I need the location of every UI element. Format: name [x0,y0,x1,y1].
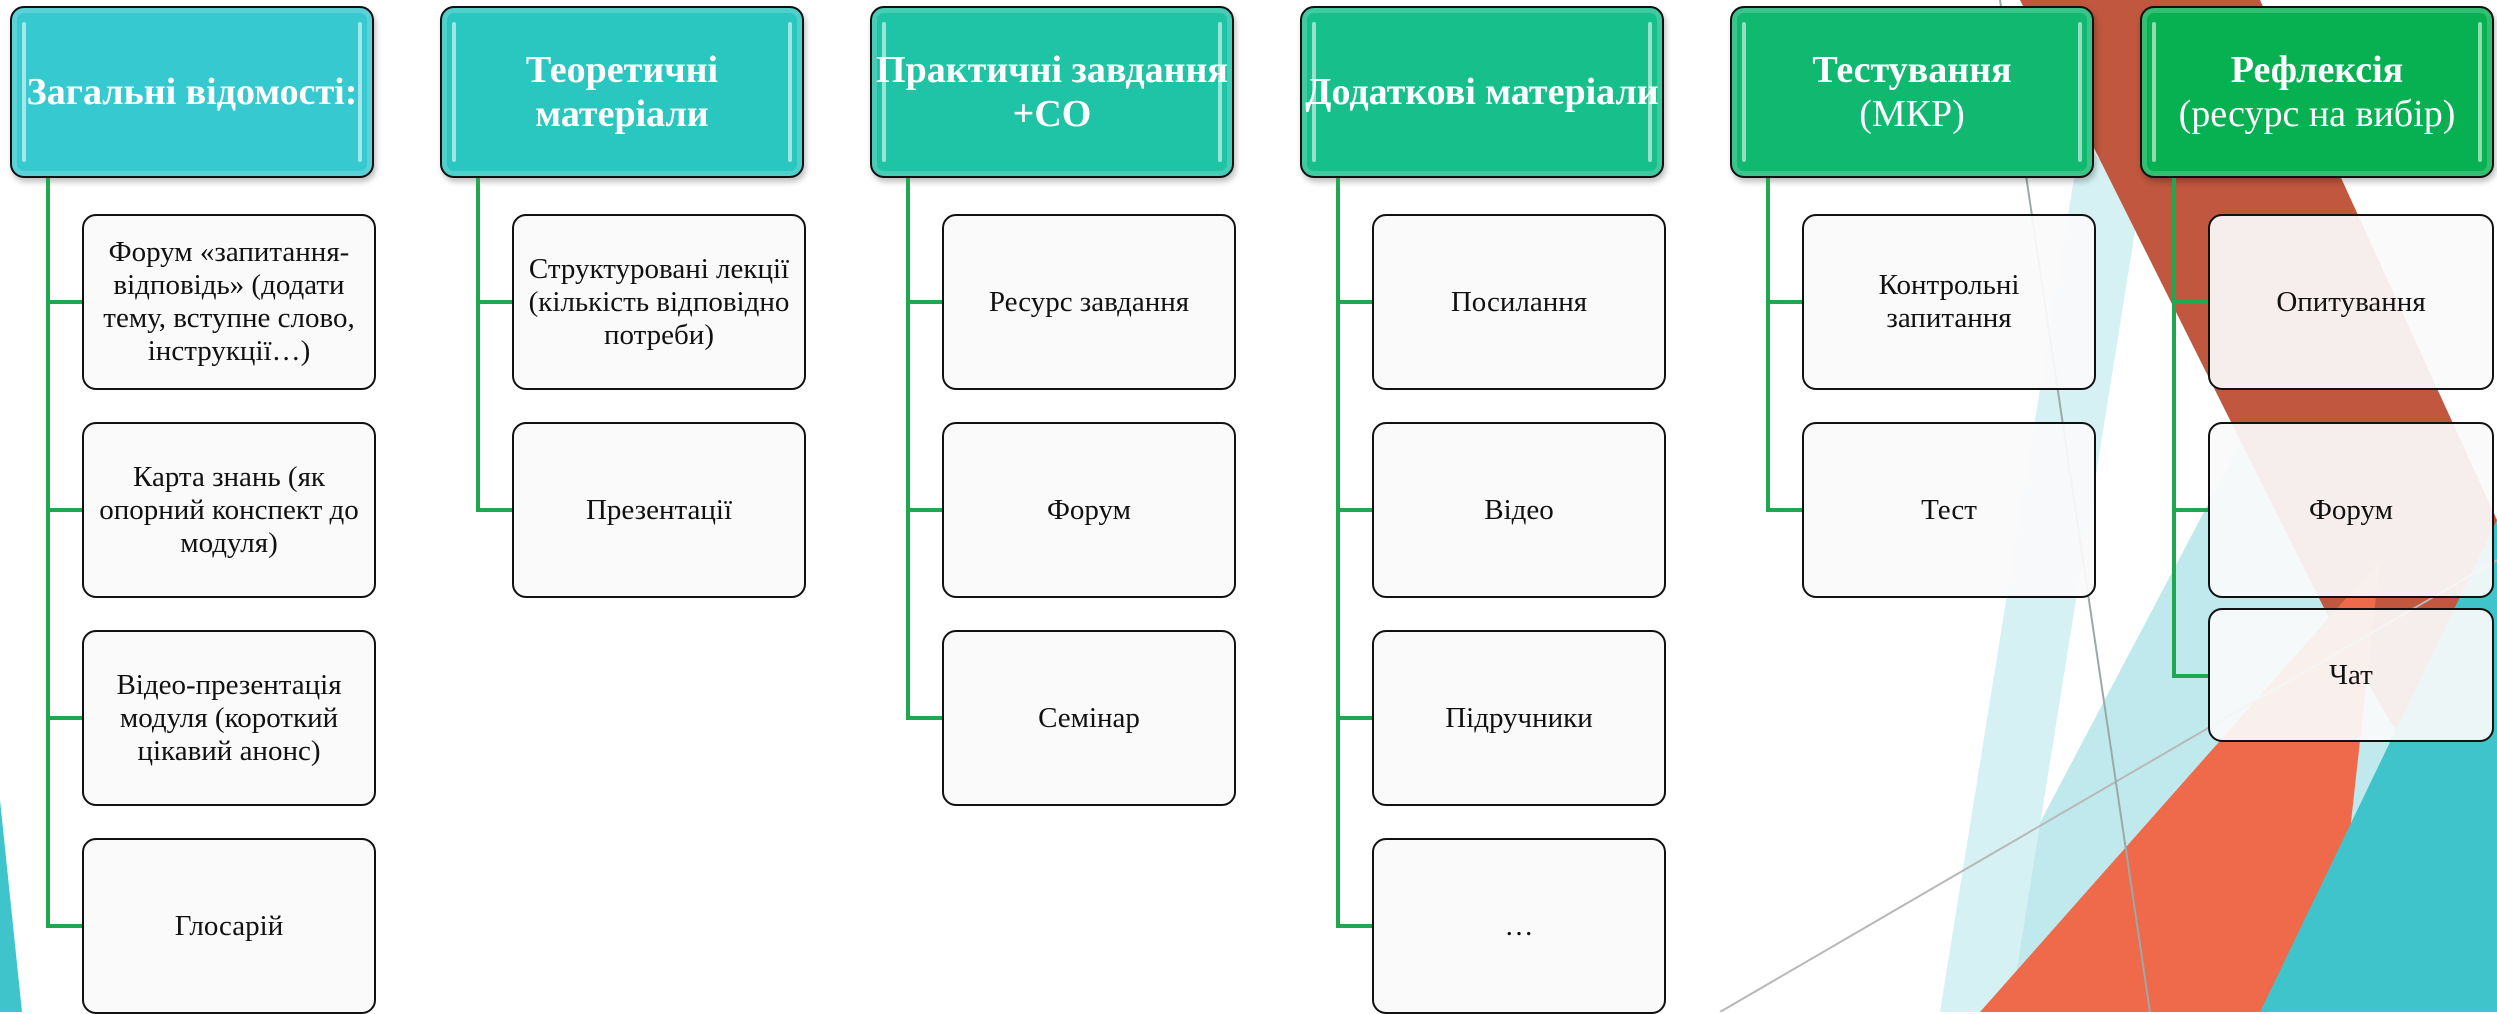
bg-teal-edge-left [0,800,22,1012]
connector-line [906,178,910,720]
list-item-label: Карта знань (як опорний конспект до моду… [99,460,359,559]
column-title: Додаткові матеріали [1305,71,1659,113]
list-item: Форум «запитання-відповідь» (додати тему… [82,214,376,390]
list-item: Структуровані лекції (кількість відповід… [512,214,806,390]
connector-branch [476,508,514,512]
list-item: Чат [2208,608,2494,742]
connector-line [1766,178,1770,512]
list-item-label: Глосарій [174,909,284,942]
connector-branch [2172,300,2210,304]
column-header: Рефлексія (ресурс на вибір) [2140,6,2494,178]
list-item: Глосарій [82,838,376,1014]
list-item: Форум [2208,422,2494,598]
column-header: Загальні відомості: [10,6,374,178]
list-item-label: Форум «запитання-відповідь» (додати тему… [103,236,355,367]
column-header: Тестування (МКР) [1730,6,2094,178]
list-item: Тест [1802,422,2096,598]
column-title: Рефлексія [2230,49,2404,91]
column-header: Теоретичні матеріали [440,6,804,178]
list-item-label: Відео [1484,493,1554,526]
connector-line [1336,178,1340,926]
connector-line [2172,178,2176,678]
column-title: Теоретичні матеріали [525,49,719,135]
column-header: Практичні завдання +СО [870,6,1234,178]
connector-branch [476,300,514,304]
list-item: Семінар [942,630,1236,806]
column-subtitle: (ресурс на вибір) [2178,93,2456,135]
connector-branch [1336,508,1374,512]
connector-line [476,178,480,512]
list-item-label: Форум [2309,493,2393,526]
list-item: Відео [1372,422,1666,598]
list-item-label: Контрольні запитання [1878,269,2020,334]
list-item: Контрольні запитання [1802,214,2096,390]
list-item: Форум [942,422,1236,598]
column-title: Практичні завдання +СО [876,49,1228,135]
connector-branch [2172,508,2210,512]
list-item-label: Форум [1047,493,1131,526]
list-item-label: Презентації [585,493,733,526]
column-title: Загальні відомості: [26,71,358,113]
list-item: Відео-презентація модуля (короткий цікав… [82,630,376,806]
connector-branch [1766,300,1804,304]
connector-branch [906,716,944,720]
list-item-label: Підручники [1445,701,1593,734]
column-subtitle: (МКР) [1859,93,1965,135]
list-item-label: Тест [1921,493,1977,526]
connector-branch [46,924,84,928]
connector-branch [1336,924,1374,928]
connector-branch [906,300,944,304]
connector-branch [1766,508,1804,512]
connector-line [46,178,50,926]
connector-branch [2172,674,2210,678]
list-item-label: Посилання [1450,285,1588,318]
list-item: Опитування [2208,214,2494,390]
list-item: Посилання [1372,214,1666,390]
list-item: … [1372,838,1666,1014]
list-item-label: Відео-презентація модуля (короткий цікав… [116,668,342,767]
list-item: Ресурс завдання [942,214,1236,390]
list-item: Презентації [512,422,806,598]
connector-branch [906,508,944,512]
connector-branch [1336,300,1374,304]
connector-branch [46,508,84,512]
list-item: Карта знань (як опорний конспект до моду… [82,422,376,598]
list-item-label: Опитування [2276,285,2426,318]
list-item-label: … [1504,909,1534,942]
column-header: Додаткові матеріали [1300,6,1664,178]
list-item-label: Чат [2329,658,2373,691]
column-title: Тестування [1812,49,2012,91]
connector-branch [46,300,84,304]
list-item-label: Семінар [1038,701,1140,734]
list-item: Підручники [1372,630,1666,806]
connector-branch [46,716,84,720]
list-item-label: Ресурс завдання [988,285,1190,318]
connector-branch [1336,716,1374,720]
list-item-label: Структуровані лекції (кількість відповід… [528,252,790,351]
